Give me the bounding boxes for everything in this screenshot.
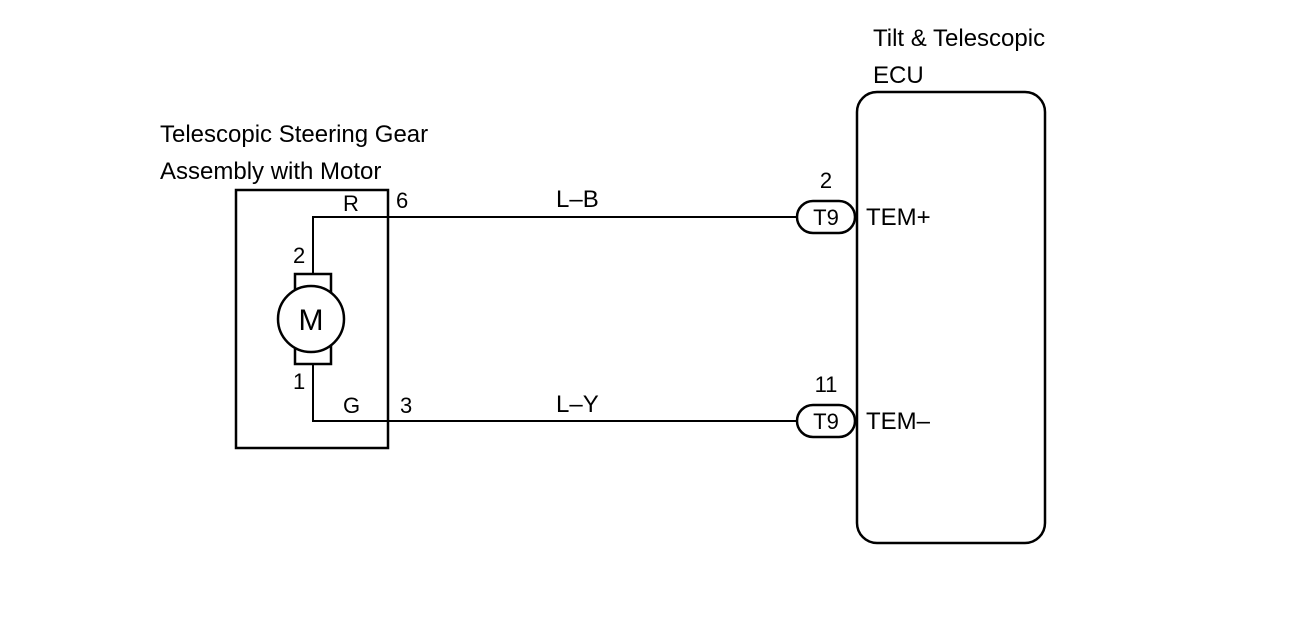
ecu-title-line1: Tilt & Telescopic xyxy=(873,25,1045,52)
inner-wire-color-top: R xyxy=(343,191,359,216)
ecu: Tilt & Telescopic ECU T9 2 TEM+ T9 11 TE… xyxy=(795,25,1047,545)
connector-pin-bottom: 11 xyxy=(815,372,838,397)
ecu-box xyxy=(855,90,1047,545)
connector-label-top: T9 xyxy=(813,205,839,230)
connector-t9-top: T9 xyxy=(795,199,857,235)
connector-label-bottom: T9 xyxy=(813,409,839,434)
wire-color-top: L–B xyxy=(556,186,599,213)
motor-assembly-title-line1: Telescopic Steering Gear xyxy=(160,121,428,148)
assembly-pin-bottom: 3 xyxy=(400,393,412,418)
connector-t9-bottom: T9 xyxy=(795,403,857,439)
motor-assembly: Telescopic Steering Gear Assembly with M… xyxy=(160,121,428,450)
motor-pin-bottom: 1 xyxy=(293,369,305,394)
ecu-terminal-top: TEM+ xyxy=(866,204,931,231)
motor-assembly-box xyxy=(234,188,390,450)
inner-wire-bottom xyxy=(312,364,388,422)
motor-assembly-title-line2: Assembly with Motor xyxy=(160,158,381,185)
motor-pin-top: 2 xyxy=(293,243,305,268)
assembly-pin-top: 6 xyxy=(396,188,408,213)
inner-wire-top xyxy=(312,216,388,274)
ecu-terminal-bottom: TEM– xyxy=(866,408,931,435)
connector-pin-top: 2 xyxy=(820,168,832,193)
motor-symbol: M xyxy=(276,272,346,366)
ecu-title-line2: ECU xyxy=(873,62,924,89)
inner-wire-color-bottom: G xyxy=(343,393,360,418)
wire-color-bottom: L–Y xyxy=(556,391,599,418)
motor-label: M xyxy=(299,304,324,337)
